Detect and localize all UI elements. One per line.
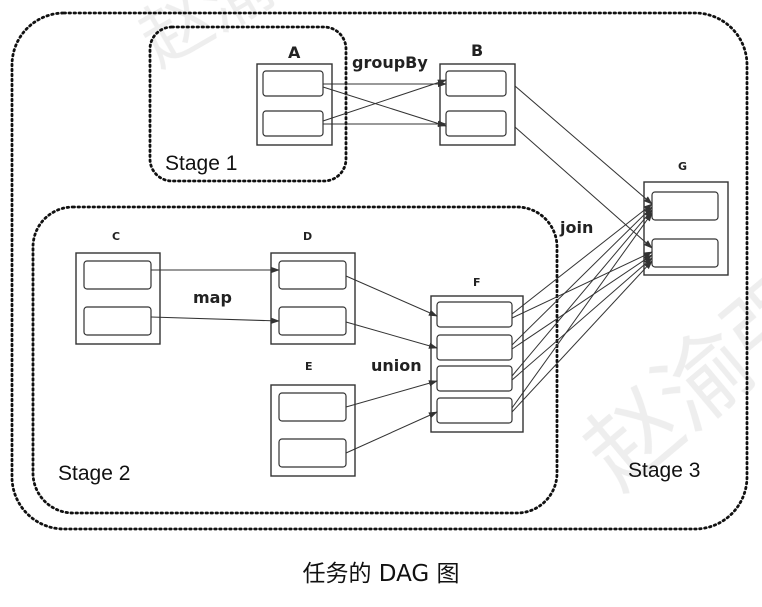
- rdd-a-partition-1: [262, 70, 324, 97]
- op-groupby-label: groupBy: [352, 53, 428, 72]
- rdd-b-label: B: [471, 41, 483, 60]
- edge-f4-g2: [511, 260, 653, 413]
- rdd-a: A: [256, 43, 333, 146]
- stage-1-border: [148, 25, 348, 183]
- rdd-g: G: [643, 160, 729, 276]
- rdd-f: F: [430, 276, 524, 433]
- edge-a1-b2: [322, 86, 447, 127]
- rdd-c-label: C: [112, 230, 120, 243]
- rdd-c-partition-2: [83, 306, 152, 336]
- rdd-d: D: [270, 230, 356, 345]
- edge-f2-g1: [511, 206, 653, 346]
- op-map-label: map: [193, 288, 232, 307]
- diagram-caption: 任务的 DAG 图: [302, 561, 459, 587]
- rdd-e: E: [270, 360, 356, 477]
- rdd-a-partition-2: [262, 110, 324, 137]
- rdd-g-partition-1: [651, 191, 719, 221]
- edge-d2-f2: [345, 321, 438, 349]
- rdd-d-partition-1: [278, 260, 347, 290]
- rdd-f-partition-3: [436, 365, 513, 392]
- edge-b2-g2: [514, 126, 653, 249]
- rdd-e-partition-2: [278, 438, 347, 468]
- edge-f3-g1: [511, 209, 653, 377]
- edge-d1-f1: [345, 275, 438, 317]
- edge-f2-g2: [511, 254, 653, 350]
- edge-c2-d2: [150, 316, 280, 324]
- rdd-d-partition-2: [278, 306, 347, 336]
- rdd-b-partition-2: [445, 110, 507, 137]
- stage-3-label: Stage 3: [628, 459, 700, 482]
- edge-b1-g1: [514, 85, 653, 205]
- rdd-f-partition-4: [436, 397, 513, 424]
- stage-1-label: Stage 1: [165, 152, 237, 175]
- rdd-e-label: E: [305, 360, 313, 373]
- op-join-label: join: [559, 218, 593, 237]
- rdd-c: C: [75, 230, 161, 345]
- edge-e1-f3: [345, 380, 438, 408]
- rdd-b: B: [439, 41, 516, 146]
- edge-f1-g2: [511, 251, 653, 319]
- rdd-c-partition-1: [83, 260, 152, 290]
- stage-2-label: Stage 2: [58, 462, 130, 485]
- edge-f1-g1: [511, 203, 653, 315]
- rdd-f-partition-2: [436, 334, 513, 361]
- edge-a2-b1: [322, 79, 447, 122]
- edge-f3-g2: [511, 257, 653, 381]
- stage-3-border: [10, 11, 749, 531]
- rdd-f-partition-1: [436, 301, 513, 328]
- rdd-g-partition-2: [651, 238, 719, 268]
- rdd-g-label: G: [678, 160, 687, 173]
- edge-f4-g1: [511, 212, 653, 409]
- stage-2-border: [31, 205, 559, 515]
- rdd-e-partition-1: [278, 392, 347, 422]
- op-union-label: union: [371, 356, 422, 375]
- rdd-a-label: A: [288, 43, 301, 62]
- edge-e2-f4: [345, 411, 438, 454]
- rdd-d-label: D: [303, 230, 312, 243]
- rdd-f-label: F: [473, 276, 481, 289]
- rdd-b-partition-1: [445, 70, 507, 97]
